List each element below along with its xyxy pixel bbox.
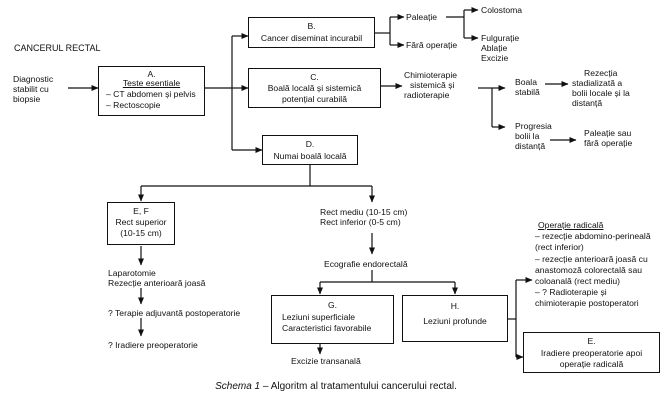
operatie-radicala-line: chimioterapie postoperatori (535, 298, 639, 309)
rezectia-line: distanță (572, 98, 603, 108)
box-d-letter: D. (305, 139, 315, 149)
rect-mediu-line: Rect inferior (0-5 cm) (320, 217, 401, 227)
operatie-radicala-line: coloanală (rect mediu) (535, 276, 621, 287)
box-ef-rect-superior: E, F Rect superior (10-15 cm) (107, 202, 175, 245)
chimioterapie-node: Chimioterapie sistemică și radioterapie (404, 70, 480, 100)
fulguratie-line: Excizie (481, 53, 509, 63)
box-b-letter: B. (307, 21, 316, 31)
ecografie-node: Ecografie endorectală (324, 259, 408, 269)
progresia-node: Progresia bolii la distanță (515, 121, 552, 151)
chimio-line: sistemică și (410, 80, 455, 90)
caption-rest: – Algoritm al tratamentului cancerului r… (260, 381, 457, 392)
box-ef-line: Rect superior (115, 217, 167, 227)
boala-stabila-line: Boala (515, 77, 537, 87)
box-d-text: Numai boală locală (273, 151, 347, 161)
progresia-line: distanță (515, 141, 546, 151)
box-g-letter: G. (327, 300, 338, 310)
boala-stabila-line: stabilă (515, 87, 540, 97)
fulguratie-line: Ablație (481, 43, 508, 53)
box-c-line: potențial curabilă (282, 94, 347, 104)
diagram-title: CANCERUL RECTAL (14, 43, 101, 53)
box-e-iradiere-preoperatorie: E. Iradiere preoperatorie apoi operație … (523, 332, 660, 373)
box-a-heading: Teste esentiale (122, 78, 181, 88)
paleatie-label: Paleație (406, 12, 438, 22)
box-g-line: Caracteristici favorabile (282, 323, 372, 333)
caption-lead: Schema 1 (215, 381, 261, 392)
box-g-leziuni-superficiale: G. Leziuni superficiale Caracteristici f… (271, 295, 394, 344)
boala-stabila-node: Boala stabilă (515, 77, 540, 97)
rezectia-line: stadializată a (572, 78, 623, 88)
colostoma-label: Colostoma (481, 5, 523, 15)
laparotomie-line: Rezecție anterioară joasă (108, 278, 206, 288)
box-c-line: Boală locală și sistemică (267, 83, 362, 93)
paleatie-sau-line: Paleație sau (584, 128, 632, 138)
box-a-item: – Rectoscopie (106, 100, 161, 110)
rezectia-line: Rezecția (584, 68, 618, 78)
box-c-boala-locala-sistemica: C. Boală locală și sistemică potențial c… (248, 68, 381, 108)
fara-operatie-label: Fără operație (406, 40, 458, 50)
laparotomie-node: Laparotomie Rezecție anterioară joasă (108, 268, 205, 288)
operatie-radicala-line: anastomoză colorectală sau (535, 264, 643, 275)
operatie-radicala-line: – rezecție anterioară joasă cu (535, 253, 648, 264)
box-a-letter: A. (147, 69, 156, 79)
operatie-radicala-node: Operație radicală – rezecție abdomino-pe… (535, 220, 651, 310)
paleatie-sau-node: Paleație sau fără operație (584, 128, 632, 148)
rezectia-line: bolii locale și la (572, 88, 630, 98)
paleatie-sau-line: fără operație (584, 138, 633, 148)
box-h-letter: H. (450, 301, 460, 311)
box-e-line: operație radicală (559, 359, 624, 369)
box-h-leziuni-profunde: H. Leziuni profunde (402, 295, 508, 342)
fulguratie-group: Fulgurație Ablație Excizie (481, 33, 519, 63)
laparotomie-line: Laparotomie (108, 268, 156, 278)
operatie-radicala-line: – rezecție abdomino-perineală (535, 231, 651, 242)
operatie-radicala-line: (rect inferior) (535, 242, 584, 253)
box-a-teste-esentiale: A. Teste esentiale – CT abdomen și pelvi… (98, 66, 205, 116)
figure-caption: Schema 1 – Algoritm al tratamentului can… (0, 381, 672, 392)
rect-mediu-line: Rect mediu (10-15 cm) (320, 207, 408, 217)
start-node: Diagnostic stabilit cu biopsie (13, 74, 53, 104)
iradiere-preoperatorie: ? Iradiere preoperatorie (108, 340, 198, 350)
start-line: Diagnostic (13, 74, 54, 84)
rezectia-node: Rezecția stadializată a bolii locale și … (572, 68, 630, 108)
box-b-text: Cancer diseminat incurabil (260, 33, 363, 43)
box-c-letter: C. (310, 72, 319, 82)
start-line: stabilit cu (13, 84, 49, 94)
box-e-letter: E. (587, 336, 596, 346)
box-d-numai-boala-locala: D. Numai boală locală (262, 135, 358, 165)
chimio-line: radioterapie (404, 90, 450, 100)
start-line: biopsie (13, 94, 41, 104)
progresia-line: bolii la (515, 131, 540, 141)
rect-mediu-node: Rect mediu (10-15 cm) Rect inferior (0-5… (320, 207, 407, 227)
fulguratie-line: Fulgurație (481, 33, 520, 43)
box-b-cancer-diseminat: B. Cancer diseminat incurabil (248, 17, 375, 48)
box-a-item: – CT abdomen și pelvis (106, 89, 196, 99)
chimio-line: Chimioterapie (404, 70, 458, 80)
operatie-radicala-line: – ? Radioterapie și (535, 287, 607, 298)
box-e-line: Iradiere preoperatorie apoi (540, 348, 643, 358)
box-h-text: Leziuni profunde (423, 316, 487, 326)
operatie-radicala-heading: Operație radicală (538, 220, 604, 230)
box-g-line: Leziuni superficiale (282, 312, 356, 322)
terapie-adjuvanta: ? Terapie adjuvantă postoperatorie (108, 308, 241, 318)
box-ef-letter: E, F (133, 206, 149, 216)
progresia-line: Progresia (515, 121, 552, 131)
excizie-transanala: Excizie transanală (291, 356, 361, 366)
box-ef-line: (10-15 cm) (120, 228, 162, 238)
